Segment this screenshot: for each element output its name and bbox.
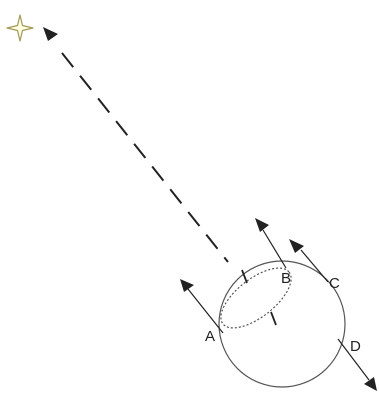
point-label-d: D bbox=[350, 338, 361, 355]
tangent-b-arrowhead bbox=[255, 218, 269, 232]
point-label-a: A bbox=[205, 328, 215, 345]
point-label-b: B bbox=[281, 270, 291, 287]
point-label-c: C bbox=[329, 275, 340, 292]
tangent-b-line bbox=[263, 230, 286, 268]
dashed-ray-arrowhead bbox=[43, 27, 58, 41]
star-icon bbox=[7, 15, 33, 41]
ring-tick-lower bbox=[271, 312, 276, 325]
tangent-a-arrowhead bbox=[180, 279, 194, 292]
tangent-a-line bbox=[188, 289, 223, 333]
dashed-ray bbox=[62, 53, 228, 262]
tangent-d-arrowhead bbox=[364, 377, 377, 391]
